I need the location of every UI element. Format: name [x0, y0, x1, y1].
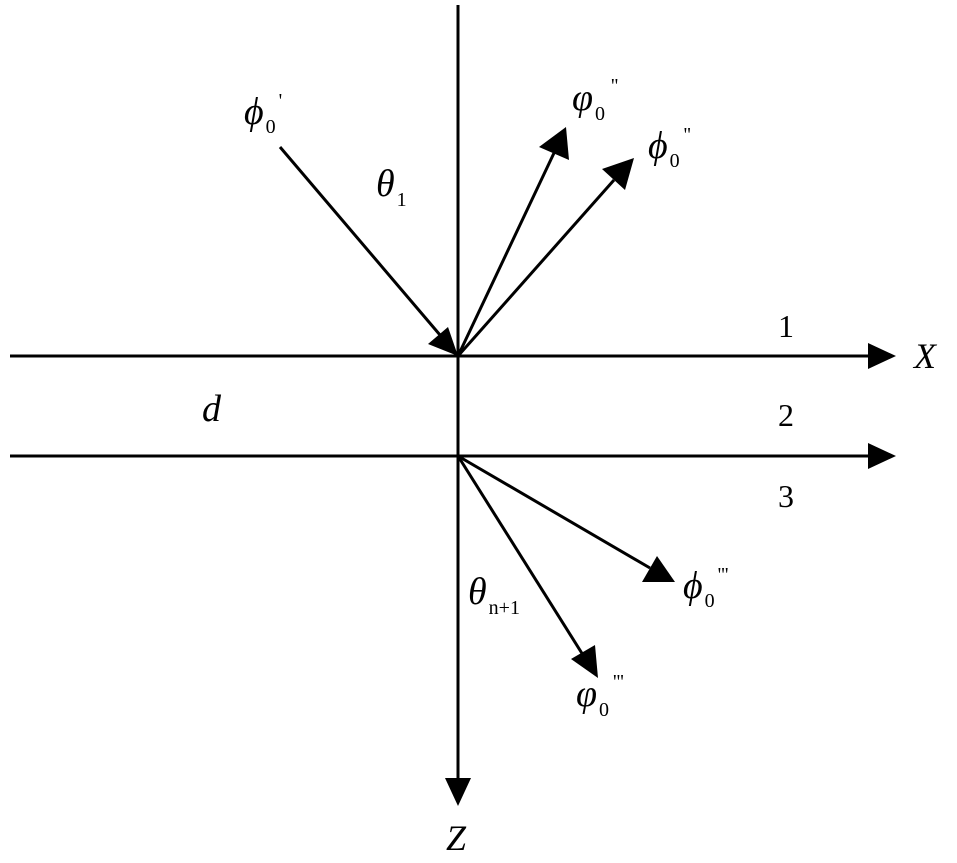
layer-2-label: 2 — [778, 397, 794, 433]
x-axis-arrowhead — [868, 343, 896, 369]
transmitted-wave-2-arrowhead — [571, 645, 598, 678]
wave-vectors — [278, 127, 675, 678]
reflected-wave-1-arrowhead — [539, 127, 569, 160]
layer-1-label: 1 — [778, 308, 794, 344]
transmitted-wave-1-line — [457, 454, 651, 570]
transmitted-wave-1-arrowhead — [642, 556, 675, 582]
reflected-wave-2-arrowhead — [602, 158, 634, 190]
layer-thickness-label: d — [202, 388, 222, 430]
reflected-wave-1-line — [456, 152, 556, 357]
lower-interface-arrowhead — [868, 443, 896, 469]
incident-wave-arrowhead — [428, 327, 458, 356]
x-axis-label: X — [912, 336, 938, 376]
reflected-wave-2-line — [456, 179, 616, 357]
transmitted-wave-2-line — [456, 455, 585, 656]
z-axis-label: Z — [446, 818, 467, 858]
incident-wave-line — [278, 146, 442, 336]
z-axis-arrowhead — [445, 778, 471, 806]
layer-3-label: 3 — [778, 478, 794, 514]
axes — [10, 5, 896, 806]
